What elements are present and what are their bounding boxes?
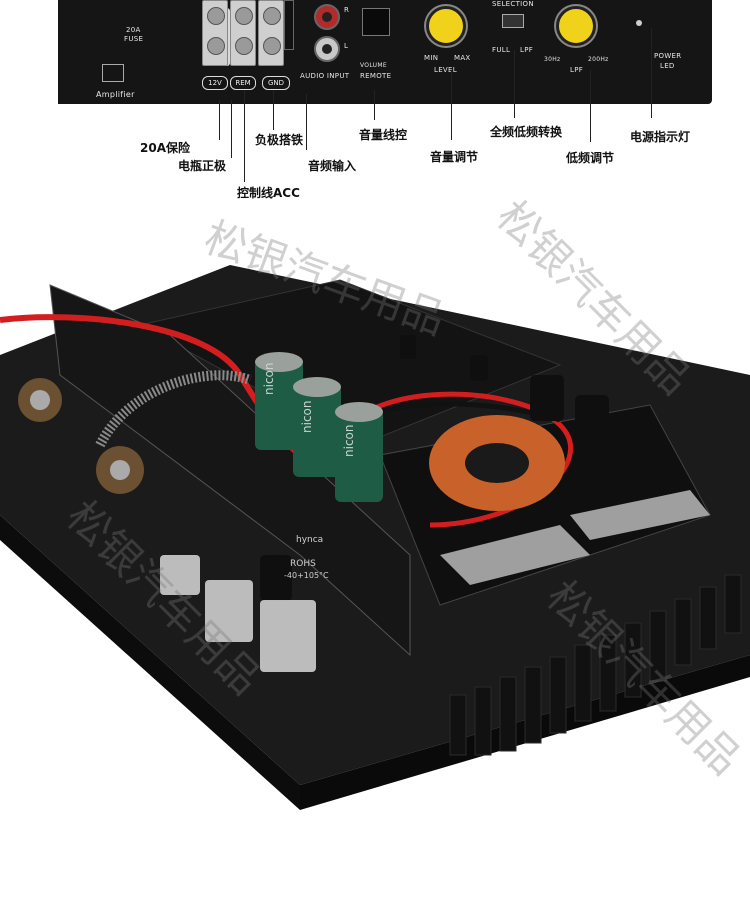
label-power-led: 电源指示灯: [630, 130, 691, 144]
label-ground: 负极搭铁: [255, 133, 304, 147]
selection-text: SELECTION: [492, 0, 534, 8]
volume-small-text: VOLUME: [360, 62, 387, 69]
big-capacitors: [255, 352, 383, 502]
clear-terminals: [160, 555, 316, 672]
potentiometers: [18, 378, 144, 494]
level-text: LEVEL: [434, 66, 457, 74]
full-text: FULL: [492, 46, 511, 54]
lead-line-remote: [374, 90, 375, 120]
remote-jack: [362, 8, 390, 36]
lead-line-fuse: [219, 100, 220, 140]
output-transistors: [440, 490, 710, 585]
fuse-word-text: FUSE: [124, 35, 144, 43]
term-label-rem: REM: [230, 76, 256, 90]
lpf-200-text: 200Hz: [588, 56, 609, 63]
label-volume: 音量调节: [430, 150, 479, 164]
lead-line-switch: [514, 50, 515, 118]
terminal-12v: [202, 0, 228, 66]
cap-brand-3: nicon: [342, 424, 356, 457]
brand-logo-icon: [102, 64, 124, 82]
label-acc: 控制线ACC: [237, 186, 300, 200]
cap-temp: -40+105°C: [284, 571, 329, 580]
label-remote: 音量线控: [359, 128, 408, 142]
label-fuse: 20A保险: [140, 141, 190, 155]
lead-line-battery: [231, 100, 232, 158]
lead-line-acc: [244, 90, 245, 182]
terminal-gnd: [258, 0, 284, 66]
terminal-rem: [230, 0, 256, 66]
fuse-value-text: 20A: [126, 26, 141, 34]
label-audio-input: 音频输入: [308, 159, 357, 173]
amplifier-control-panel: 20A FUSE Amplifier 12V REM GND R L AUDIO…: [58, 0, 712, 104]
level-min-text: MIN: [424, 54, 439, 62]
heatsink-fins: [449, 574, 742, 756]
terminal-bracket: [284, 0, 294, 50]
cap-brand-1: nicon: [262, 362, 276, 395]
led-text: LED: [660, 62, 675, 70]
lpf-knob: [556, 6, 596, 46]
rca-l-text: L: [344, 42, 349, 50]
level-max-text: MAX: [454, 54, 471, 62]
cap-small-brand: hynca: [296, 535, 324, 545]
amplifier-board-photo: nicon nicon nicon hynca ROHS -40+105°C 松…: [0, 191, 750, 865]
lead-line-audio: [306, 94, 307, 150]
label-lpf: 低频调节: [566, 151, 615, 165]
remote-text: REMOTE: [360, 72, 392, 80]
rca-r-text: R: [344, 6, 350, 14]
toroid-hole: [465, 443, 529, 483]
lpf-text: LPF: [570, 66, 584, 74]
lpf-small-text: LPF: [520, 46, 534, 54]
lead-line-led: [651, 28, 652, 118]
term-label-gnd: GND: [262, 76, 290, 90]
base-plate-edge: [0, 515, 300, 810]
label-full-lpf-switch: 全频低频转换: [490, 125, 563, 139]
power-text: POWER: [654, 52, 682, 60]
audio-input-text: AUDIO INPUT: [300, 72, 350, 80]
brand-text: Amplifier: [96, 90, 135, 99]
lead-line-ground: [273, 90, 274, 130]
cap-rohs: ROHS: [290, 559, 316, 569]
label-battery-positive: 电瓶正极: [178, 159, 227, 173]
amplifier-board-illustration: [0, 265, 750, 810]
power-led-icon: [636, 20, 642, 26]
rca-left-jack: [314, 36, 340, 62]
level-knob: [426, 6, 466, 46]
rca-right-jack: [314, 4, 340, 30]
lead-line-volume: [451, 70, 452, 140]
lpf-30-text: 30Hz: [544, 56, 561, 63]
lead-line-lpf: [590, 70, 591, 142]
term-label-12v: 12V: [202, 76, 228, 90]
full-lpf-switch: [502, 14, 524, 28]
cap-brand-2: nicon: [300, 400, 314, 433]
small-capacitors: [260, 335, 609, 601]
